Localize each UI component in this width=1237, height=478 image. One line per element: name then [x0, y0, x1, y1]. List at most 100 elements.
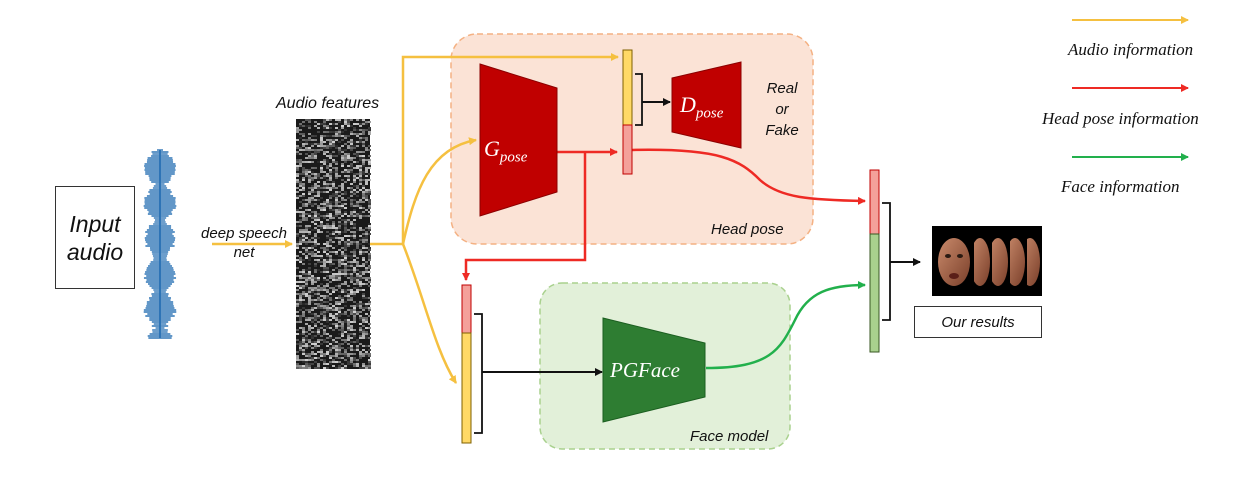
spectrogram-cell	[359, 189, 362, 191]
spectrogram-cell	[329, 255, 332, 257]
spectrogram-cell	[314, 277, 317, 279]
spectrogram-cell	[347, 175, 350, 177]
spectrogram-cell	[323, 185, 326, 187]
spectrogram-cell	[338, 233, 341, 235]
spectrogram-cell	[326, 173, 329, 175]
spectrogram-cell	[332, 365, 335, 367]
spectrogram-cell	[344, 231, 347, 233]
spectrogram-cell	[365, 137, 368, 139]
spectrogram-cell	[350, 293, 353, 295]
spectrogram-cell	[344, 339, 347, 341]
spectrogram-cell	[356, 185, 359, 187]
spectrogram-cell	[320, 255, 323, 257]
our-results-box: Our results	[914, 306, 1042, 338]
spectrogram-cell	[344, 359, 347, 361]
spectrogram-cell	[308, 139, 311, 141]
spectrogram-cell	[308, 225, 311, 227]
spectrogram-cell	[308, 271, 311, 273]
spectrogram-cell	[368, 189, 371, 191]
spectrogram-cell	[353, 253, 356, 255]
spectrogram-cell	[323, 361, 326, 363]
spectrogram-cell	[344, 283, 347, 285]
spectrogram-cell	[329, 263, 332, 265]
spectrogram-cell	[308, 293, 311, 295]
spectrogram-cell	[302, 211, 305, 213]
spectrogram-cell	[323, 207, 326, 209]
spectrogram-cell	[308, 365, 311, 367]
spectrogram-cell	[356, 247, 359, 249]
spectrogram-cell	[362, 273, 365, 275]
spectrogram-cell	[323, 285, 326, 287]
spectrogram-cell	[338, 207, 341, 209]
spectrogram-cell	[344, 155, 347, 157]
spectrogram-cell	[356, 229, 359, 231]
spectrogram-cell	[350, 279, 353, 281]
spectrogram-cell	[299, 195, 302, 197]
spectrogram-cell	[299, 327, 302, 329]
spectrogram-cell	[362, 239, 365, 241]
spectrogram-cell	[359, 181, 362, 183]
discriminator-label-sub: pose	[695, 105, 724, 122]
spectrogram-cell	[296, 235, 299, 237]
spectrogram-cell	[320, 349, 323, 351]
spectrogram-cell	[338, 131, 341, 133]
spectrogram-cell	[356, 257, 359, 259]
spectrogram-cell	[329, 343, 332, 345]
spectrogram-cell	[344, 311, 347, 313]
spectrogram-cell	[335, 323, 338, 325]
spectrogram-cell	[311, 313, 314, 315]
spectrogram-cell	[323, 287, 326, 289]
spectrogram-cell	[326, 269, 329, 271]
spectrogram-cell	[311, 247, 314, 249]
spectrogram-cell	[305, 335, 308, 337]
spectrogram-cell	[302, 169, 305, 171]
spectrogram-cell	[350, 205, 353, 207]
spectrogram-cell	[347, 121, 350, 123]
spectrogram-cell	[353, 213, 356, 215]
spectrogram-cell	[311, 363, 314, 365]
spectrogram-cell	[299, 129, 302, 131]
spectrogram-cell	[347, 357, 350, 359]
spectrogram-cell	[320, 247, 323, 249]
spectrogram-cell	[323, 171, 326, 173]
spectrogram-cell	[314, 255, 317, 257]
spectrogram-cell	[368, 191, 371, 193]
spectrogram-cell	[320, 303, 323, 305]
spectrogram-cell	[353, 319, 356, 321]
spectrogram-cell	[311, 157, 314, 159]
spectrogram-cell	[323, 307, 326, 309]
spectrogram-cell	[335, 327, 338, 329]
spectrogram-cell	[305, 281, 308, 283]
spectrogram-cell	[356, 287, 359, 289]
spectrogram-cell	[362, 197, 365, 199]
spectrogram-cell	[323, 181, 326, 183]
spectrogram-cell	[356, 151, 359, 153]
spectrogram-cell	[296, 127, 299, 129]
spectrogram-cell	[335, 167, 338, 169]
spectrogram-cell	[323, 153, 326, 155]
spectrogram-cell	[359, 317, 362, 319]
spectrogram-cell	[338, 129, 341, 131]
spectrogram-cell	[332, 135, 335, 137]
spectrogram-cell	[314, 235, 317, 237]
spectrogram-cell	[356, 213, 359, 215]
spectrogram-cell	[302, 277, 305, 279]
spectrogram-cell	[341, 339, 344, 341]
spectrogram-cell	[350, 241, 353, 243]
spectrogram-cell	[356, 269, 359, 271]
spectrogram-cell	[338, 361, 341, 363]
spectrogram-cell	[347, 215, 350, 217]
spectrogram-cell	[296, 173, 299, 175]
generator-label-sub: pose	[499, 149, 528, 166]
spectrogram-cell	[317, 259, 320, 261]
spectrogram-cell	[326, 175, 329, 177]
spectrogram-cell	[365, 367, 368, 369]
spectrogram-cell	[335, 177, 338, 179]
spectrogram-cell	[329, 241, 332, 243]
spectrogram-cell	[311, 145, 314, 147]
spectrogram-cell	[368, 165, 371, 167]
spectrogram-cell	[326, 243, 329, 245]
spectrogram-cell	[317, 317, 320, 319]
spectrogram-cell	[320, 353, 323, 355]
spectrogram-cell	[338, 287, 341, 289]
